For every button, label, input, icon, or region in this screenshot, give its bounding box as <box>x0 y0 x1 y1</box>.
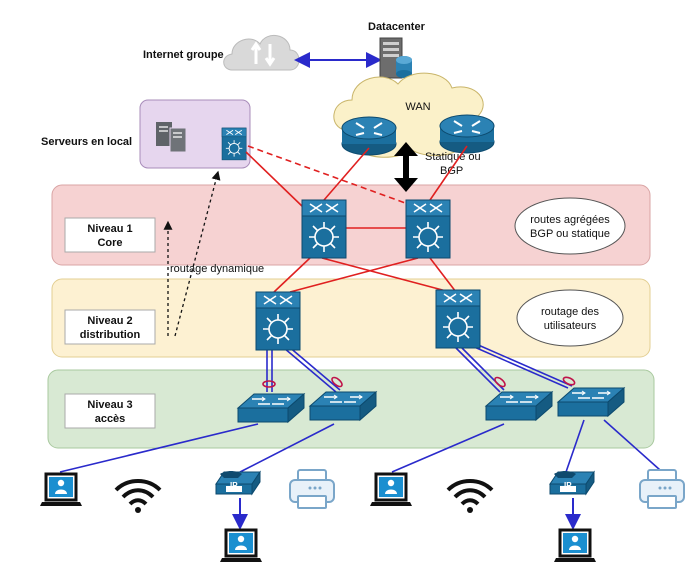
level-3-title: Niveau 3 <box>87 399 132 411</box>
level-1-subtitle: Core <box>97 237 122 249</box>
distribution-note <box>516 289 624 347</box>
distribution-switch-right <box>435 289 481 349</box>
dynamic-routing-dotted-2 <box>174 170 221 337</box>
core-switch-right <box>405 199 451 259</box>
dynamic-routing-label: routage dynamique <box>170 263 264 275</box>
static-bgp-arrow <box>394 142 418 192</box>
wan-label: WAN <box>405 101 430 113</box>
datacenter-label: Datacenter <box>368 21 426 33</box>
core-note <box>514 197 626 255</box>
core-switch-left <box>301 199 347 259</box>
level-3-subtitle: accès <box>95 413 126 425</box>
ip-phone-icon-1 <box>215 470 261 495</box>
servers-label: Serveurs en local <box>41 136 132 148</box>
endpoint-links <box>59 419 661 473</box>
servers-icon <box>156 122 187 153</box>
etherchannel-rings <box>262 376 576 388</box>
laptop-icon-3 <box>368 472 414 508</box>
laptop-icon-2 <box>218 528 264 564</box>
wifi-icon-2 <box>446 479 494 515</box>
cloud-icon <box>223 35 300 71</box>
distribution-note-line2: utilisateurs <box>544 320 597 332</box>
printer-icon-1 <box>289 469 335 509</box>
wan-router-left <box>341 116 397 156</box>
level-2-subtitle: distribution <box>80 329 141 341</box>
laptop-icon-1 <box>38 472 84 508</box>
internet-label: Internet groupe <box>143 49 224 61</box>
static-bgp-label-line1: Statique ou <box>425 151 481 163</box>
level-1-label-box <box>64 217 156 253</box>
distribution-note-line1: routage des <box>541 306 600 318</box>
distribution-switch-left <box>255 291 301 351</box>
ip-phone-icon-2-mark: IP <box>564 481 572 490</box>
core-note-line1: routes agrégées <box>530 214 610 226</box>
server-switch-icon <box>221 127 247 161</box>
level-2-band <box>51 278 651 358</box>
ip-phone-icon-2 <box>549 470 595 495</box>
server-to-core-dashed <box>247 145 409 205</box>
wifi-icon-1 <box>114 479 162 515</box>
static-bgp-label-line2: BGP <box>440 165 463 177</box>
level-3-label-box <box>64 393 156 429</box>
red-links <box>245 145 468 293</box>
level-2-label-box <box>64 309 156 345</box>
laptop-icon-4 <box>552 528 598 564</box>
core-note-line2: BGP ou statique <box>530 228 610 240</box>
level-2-title: Niveau 2 <box>87 315 132 327</box>
datacenter-server-icon <box>379 37 412 79</box>
printer-icon-2 <box>639 469 685 509</box>
ip-phone-icon-1-mark: IP <box>230 481 238 490</box>
level-1-title: Niveau 1 <box>87 223 132 235</box>
